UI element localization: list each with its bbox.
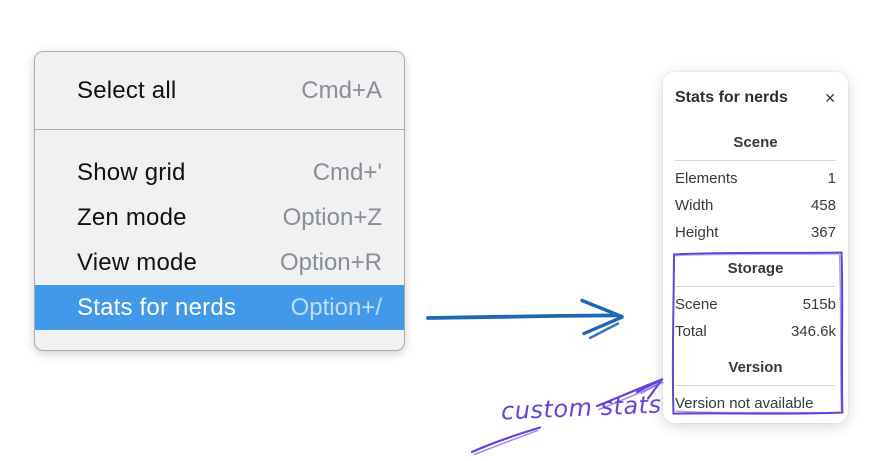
section-heading: Storage [727,260,784,277]
menu-item-shortcut: Cmd+A [301,76,382,104]
stat-row-height: Height 367 [675,219,836,246]
stat-label: Height [675,224,719,241]
section-heading: Version [728,359,783,376]
stat-row-width: Width 458 [675,192,836,219]
section-divider [675,385,836,386]
menu-item-label: Select all [77,76,177,104]
stat-label: Width [675,197,714,214]
section-version: Version Version not available [675,358,836,417]
section-storage: Storage Scene 515b Total 346.6k [675,259,836,345]
menu-group-top: Select all Cmd+A [35,52,404,129]
stat-value: 458 [810,197,836,214]
menu-item-label: View mode [77,248,198,276]
menu-group-bottom: Show grid Cmd+' Zen mode Option+Z View m… [35,130,404,330]
section-divider [675,286,836,287]
menu-item-show-grid[interactable]: Show grid Cmd+' [35,150,404,195]
stat-label: Scene [675,296,718,313]
menu-item-shortcut: Option+R [279,248,382,276]
menu-item-shortcut: Option+/ [290,293,382,321]
section-divider [675,160,836,161]
context-menu: Select all Cmd+A Show grid Cmd+' Zen mod… [34,51,405,351]
stat-value: 367 [810,224,836,241]
panel-title: Stats for nerds [675,89,788,106]
menu-item-select-all[interactable]: Select all Cmd+A [35,52,404,129]
version-note: Version not available [675,395,814,412]
stats-panel-header: Stats for nerds ✕ [675,87,836,109]
menu-item-label: Zen mode [77,203,187,231]
section-scene: Scene Elements 1 Width 458 Height 367 [675,133,836,246]
stat-row-scene-size: Scene 515b [675,291,836,318]
stat-label: Elements [675,170,738,187]
menu-item-shortcut: Cmd+' [312,158,382,186]
annotation-label: custom stats [500,390,663,426]
menu-item-shortcut: Option+Z [282,203,382,231]
stat-value: 346.6k [790,323,836,340]
stat-value: 1 [827,170,836,187]
stat-value: 515b [802,296,836,313]
menu-item-zen-mode[interactable]: Zen mode Option+Z [35,195,404,240]
menu-item-view-mode[interactable]: View mode Option+R [35,240,404,285]
menu-divider [35,129,404,130]
close-icon: ✕ [824,90,836,106]
close-button[interactable]: ✕ [824,90,836,106]
stat-row-total-size: Total 346.6k [675,318,836,345]
stat-row-elements: Elements 1 [675,165,836,192]
stat-label: Total [675,323,707,340]
menu-item-label: Show grid [77,158,186,186]
menu-item-label: Stats for nerds [77,293,237,321]
stats-panel: Stats for nerds ✕ Scene Elements 1 Width… [663,72,848,423]
section-heading: Scene [733,134,778,151]
menu-item-stats-for-nerds[interactable]: Stats for nerds Option+/ [35,285,404,330]
flow-arrow [426,298,624,340]
